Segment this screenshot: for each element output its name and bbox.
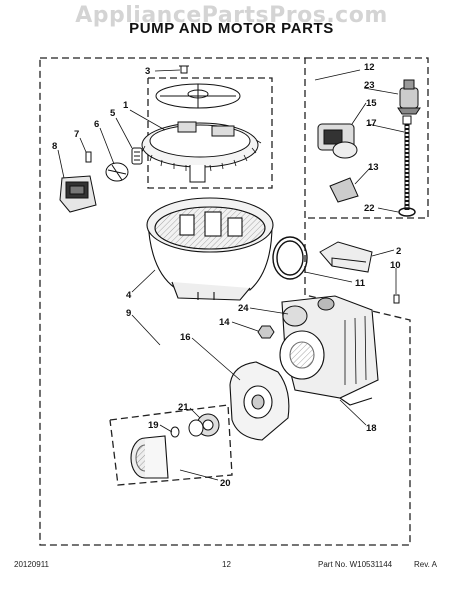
callout-13: 13 bbox=[368, 162, 379, 173]
part-17-hose bbox=[402, 115, 412, 210]
callout-23: 23 bbox=[364, 80, 375, 91]
part-15-drain-pump bbox=[317, 123, 358, 159]
footer-date-code: 20120911 bbox=[14, 560, 49, 569]
assembly-1-boundary bbox=[147, 77, 273, 189]
part-7-screw bbox=[85, 151, 92, 163]
part-24-bracket bbox=[282, 297, 335, 327]
callout-17: 17 bbox=[366, 118, 377, 129]
diagram-title: PUMP AND MOTOR PARTS bbox=[129, 20, 334, 37]
footer-revision: Rev. A bbox=[414, 560, 437, 569]
part-10-screw bbox=[393, 294, 400, 304]
footer-page-number: 12 bbox=[222, 560, 231, 569]
part-19-seal bbox=[170, 426, 180, 438]
callout-5: 5 bbox=[110, 108, 116, 119]
callout-3: 3 bbox=[145, 66, 150, 77]
screw-3 bbox=[179, 65, 189, 74]
callout-9: 9 bbox=[126, 308, 131, 319]
watermark: AppliancePartsPros.com bbox=[75, 3, 388, 28]
part-11-seal bbox=[272, 236, 308, 280]
callout-8: 8 bbox=[52, 141, 57, 152]
part-5-filter bbox=[131, 147, 143, 165]
callout-18: 18 bbox=[366, 423, 377, 434]
part-13-clip bbox=[329, 177, 359, 203]
part-14-nut bbox=[257, 325, 275, 339]
part-22-clamp bbox=[398, 207, 416, 217]
impeller-plate-assembly bbox=[141, 83, 262, 183]
part-20-cover bbox=[130, 435, 169, 479]
leader-lines bbox=[57, 69, 405, 481]
footer-part-number: Part No. W10531144 bbox=[318, 560, 393, 569]
callout-11: 11 bbox=[355, 278, 366, 289]
assembly-12-boundary bbox=[305, 57, 429, 219]
callout-labels: 3 1 5 6 7 8 4 9 12 23 15 17 13 22 2 10 1… bbox=[52, 62, 401, 489]
part-6-chopper bbox=[105, 162, 129, 182]
callout-7: 7 bbox=[74, 129, 79, 140]
callout-22: 22 bbox=[364, 203, 375, 214]
part-16-pump-housing bbox=[229, 361, 290, 441]
callout-24: 24 bbox=[238, 303, 249, 314]
callout-16: 16 bbox=[180, 332, 191, 343]
callout-15: 15 bbox=[366, 98, 377, 109]
assembly-20-boundary bbox=[109, 404, 233, 486]
part-21-bearing bbox=[188, 413, 220, 437]
callout-19: 19 bbox=[148, 420, 159, 431]
group-boundaries bbox=[39, 57, 429, 546]
callout-4: 4 bbox=[126, 290, 132, 301]
callout-2: 2 bbox=[396, 246, 401, 257]
part-18-motor bbox=[279, 295, 379, 406]
sump-housing bbox=[146, 197, 274, 301]
callout-10: 10 bbox=[390, 260, 401, 271]
callout-1: 1 bbox=[123, 100, 129, 111]
callout-6: 6 bbox=[94, 119, 99, 130]
callout-20: 20 bbox=[220, 478, 231, 489]
part-8-valve bbox=[59, 175, 97, 213]
part-2-bracket bbox=[319, 241, 373, 273]
callout-12: 12 bbox=[364, 62, 375, 73]
callout-14: 14 bbox=[219, 317, 230, 328]
part-23-valve bbox=[397, 79, 421, 115]
callout-21: 21 bbox=[178, 402, 189, 413]
